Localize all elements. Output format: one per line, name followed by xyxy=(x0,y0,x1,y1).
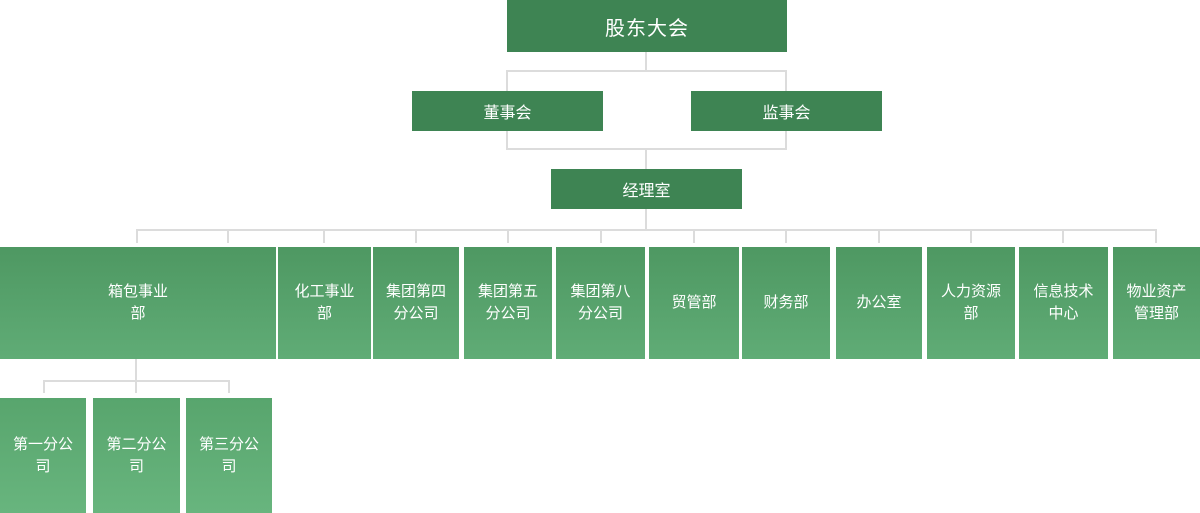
connector-line xyxy=(506,70,508,91)
node-label: 股东大会 xyxy=(605,17,689,40)
node-label: 第一分公司 xyxy=(12,435,73,475)
connector-line xyxy=(645,209,647,230)
connector-line xyxy=(645,148,647,169)
connector-line xyxy=(135,359,137,381)
connector-line xyxy=(970,231,972,243)
node-dept-chemical-division: 化工事业部 xyxy=(278,247,371,359)
node-branch-company-2: 第二分公司 xyxy=(93,398,180,513)
node-dept-luggage-division: 箱包事业部 xyxy=(0,247,276,359)
node-label: 贸管部 xyxy=(671,294,717,311)
node-label: 箱包事业部 xyxy=(107,283,168,322)
connector-line xyxy=(135,382,137,393)
connector-line xyxy=(228,382,230,393)
connector-line xyxy=(645,52,647,71)
connector-line xyxy=(785,131,787,150)
connector-line xyxy=(323,231,325,243)
node-label: 信息技术中心 xyxy=(1033,283,1094,322)
connector-line xyxy=(43,382,45,393)
node-branch-company-3: 第三分公司 xyxy=(186,398,272,513)
node-dept-human-resources: 人力资源部 xyxy=(927,247,1015,359)
node-label: 集团第八分公司 xyxy=(570,283,631,322)
node-shareholders-meeting: 股东大会 xyxy=(507,0,787,52)
connector-line xyxy=(227,231,229,243)
node-label: 集团第四分公司 xyxy=(385,283,446,322)
node-dept-property-asset-management: 物业资产管理部 xyxy=(1113,247,1200,359)
node-dept-it-center: 信息技术中心 xyxy=(1019,247,1108,359)
connector-line xyxy=(415,231,417,243)
node-dept-trade-management: 贸管部 xyxy=(649,247,739,359)
connector-line xyxy=(1062,231,1064,243)
node-managers-office: 经理室 xyxy=(551,169,742,209)
node-label: 集团第五分公司 xyxy=(477,283,538,322)
node-board-of-directors: 董事会 xyxy=(412,91,603,131)
node-dept-group-branch-5: 集团第五分公司 xyxy=(464,247,552,359)
connector-line xyxy=(785,70,787,91)
node-label: 财务部 xyxy=(763,294,809,311)
connector-line xyxy=(506,70,787,72)
connector-line xyxy=(1155,231,1157,243)
connector-line xyxy=(506,131,508,150)
node-label: 化工事业部 xyxy=(294,283,355,322)
node-dept-group-branch-4: 集团第四分公司 xyxy=(373,247,459,359)
connector-line xyxy=(600,231,602,243)
node-supervisory-board: 监事会 xyxy=(691,91,882,131)
connector-line xyxy=(43,380,230,382)
node-label: 办公室 xyxy=(856,294,902,311)
node-label: 第三分公司 xyxy=(198,435,259,475)
node-label: 经理室 xyxy=(622,183,671,200)
node-dept-finance: 财务部 xyxy=(742,247,830,359)
node-label: 董事会 xyxy=(483,105,532,122)
connector-line xyxy=(878,231,880,243)
node-label: 物业资产管理部 xyxy=(1126,283,1187,322)
node-branch-company-1: 第一分公司 xyxy=(0,398,86,513)
connector-line xyxy=(136,229,1157,231)
connector-line xyxy=(785,231,787,243)
connector-line xyxy=(136,231,138,243)
node-label: 人力资源部 xyxy=(940,283,1001,322)
node-label: 监事会 xyxy=(762,105,811,122)
connector-line xyxy=(507,231,509,243)
node-dept-group-branch-8: 集团第八分公司 xyxy=(556,247,645,359)
node-label: 第二分公司 xyxy=(106,435,167,475)
node-dept-general-office: 办公室 xyxy=(836,247,922,359)
connector-line xyxy=(693,231,695,243)
